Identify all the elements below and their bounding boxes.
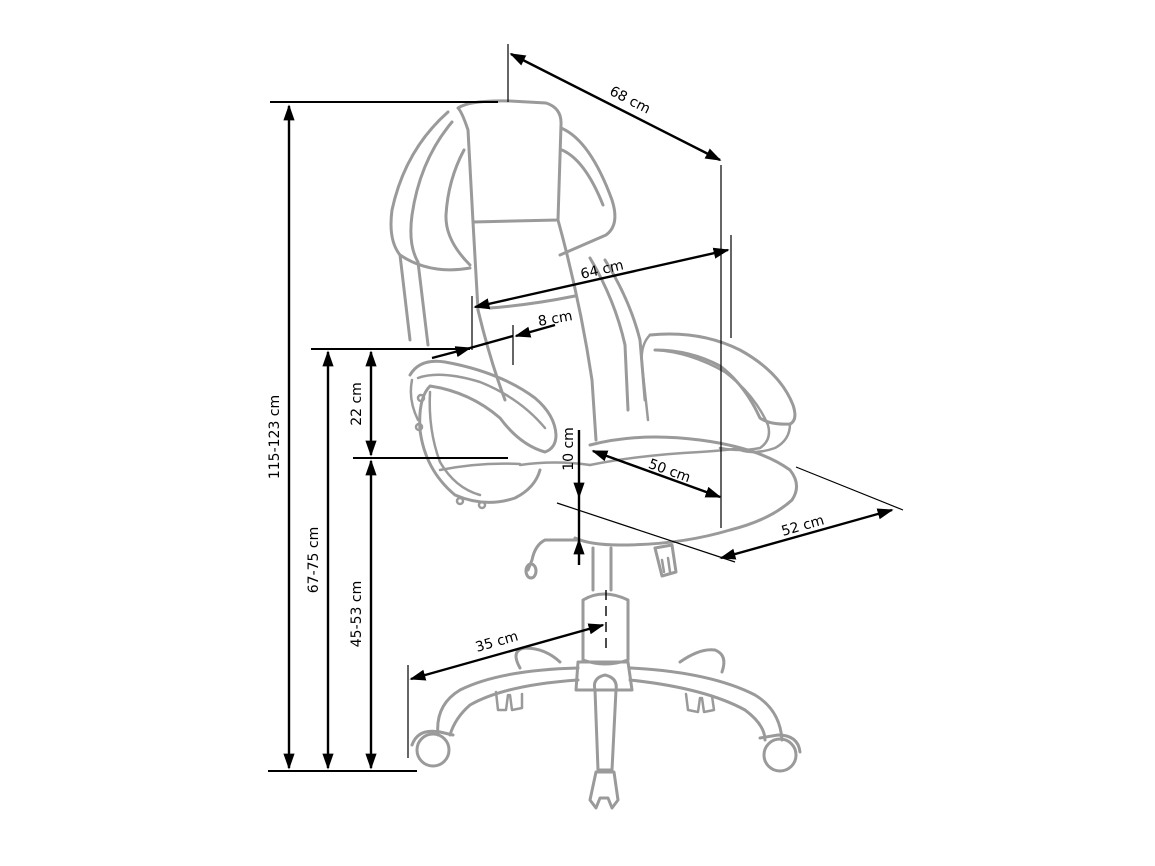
label-total-height: 115-123 cm	[267, 395, 283, 479]
seat-depth-dimension	[591, 449, 722, 499]
chair-drawing	[389, 99, 802, 810]
seat-width-dimension	[719, 508, 894, 560]
backrest-width-dimension	[473, 247, 730, 310]
label-seat-adjustment: 10 cm	[561, 427, 577, 471]
label-armrest-height: 67-75 cm	[306, 527, 322, 593]
label-base-radius: 35 cm	[474, 628, 520, 655]
tilt-mechanism	[524, 538, 678, 580]
dimension-labels: 115-123 cm 67-75 cm 45-53 cm 22 cm 68 cm…	[267, 83, 826, 655]
label-overall-width: 68 cm	[607, 83, 653, 117]
label-armrest-above-seat: 22 cm	[349, 382, 365, 426]
label-armrest-width: 8 cm	[537, 308, 574, 330]
label-seat-height: 45-53 cm	[349, 581, 365, 647]
armrest-width-dimension	[514, 323, 556, 338]
dimension-lines	[268, 44, 904, 772]
overall-width-dimension	[509, 52, 722, 162]
right-armrest	[640, 332, 797, 454]
star-base	[410, 646, 802, 810]
base-radius-dimension	[409, 623, 605, 681]
left-armrest	[408, 359, 558, 510]
label-seat-depth: 50 cm	[646, 456, 692, 486]
